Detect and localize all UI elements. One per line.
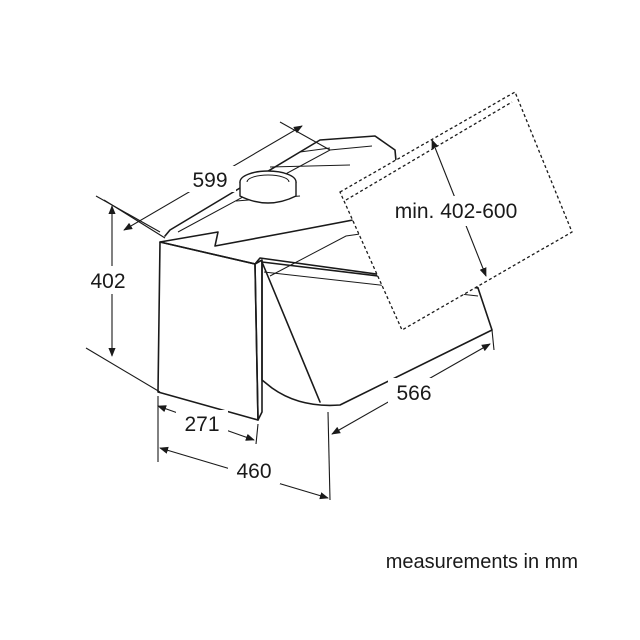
hood-top-detail xyxy=(269,164,351,168)
chimney-height-label: min. 402-600 xyxy=(395,200,518,223)
hood-top-detail xyxy=(299,147,331,153)
measurement-unit-note: measurements in mm xyxy=(386,551,578,573)
width-label: 599 xyxy=(192,169,227,192)
dimension-depth xyxy=(327,329,495,501)
depth-label: 566 xyxy=(396,382,431,405)
hood-side-diagonal xyxy=(261,261,321,403)
hood-front-side-strip xyxy=(254,259,263,421)
hood-back-edge xyxy=(164,135,401,237)
total-depth-label: 460 xyxy=(236,460,271,483)
chimney-dashed-inner xyxy=(345,101,513,201)
air-outlet-ring xyxy=(239,170,297,204)
hood-front-panel xyxy=(157,241,259,421)
height-label: 402 xyxy=(90,270,125,293)
front-depth-label: 271 xyxy=(184,413,219,436)
